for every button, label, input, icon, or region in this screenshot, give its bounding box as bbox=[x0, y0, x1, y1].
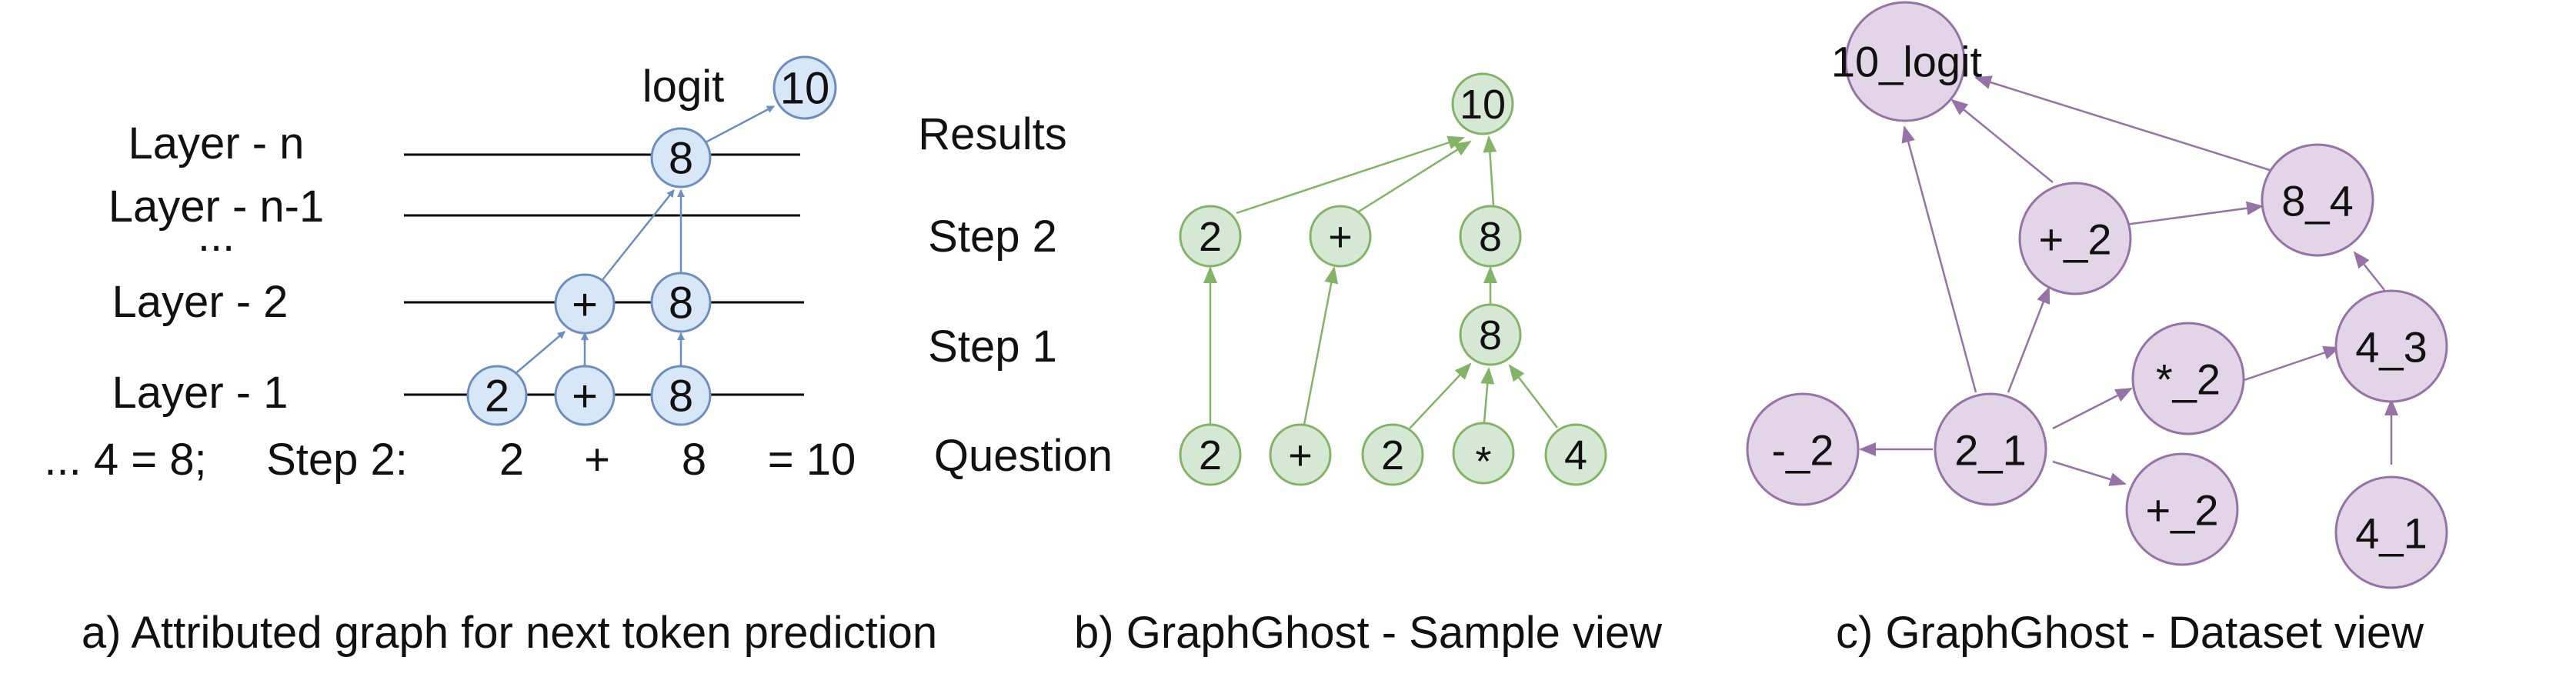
edge-b-qstar-to-s1-8 bbox=[1480, 367, 1495, 423]
caption-a: a) Attributed graph for next token predi… bbox=[82, 608, 937, 658]
node-b-question-star-label: * bbox=[1475, 439, 1491, 485]
node-c-star2[interactable]: *_2 bbox=[2131, 322, 2245, 435]
node-a-plus-layer1[interactable]: + bbox=[554, 365, 616, 426]
node-b-step2-2[interactable]: 2 bbox=[1179, 205, 1242, 268]
edge-plus-to-8-top bbox=[601, 189, 675, 282]
node-b-step2-plus-label: + bbox=[1328, 214, 1353, 260]
node-b-results-10-label: 10 bbox=[1460, 82, 1506, 128]
node-c-minus2[interactable]: -_2 bbox=[1746, 392, 1860, 506]
node-b-step2-8[interactable]: 8 bbox=[1459, 205, 1522, 268]
edge-b-plus-to-10 bbox=[1352, 140, 1472, 217]
node-c-10-logit[interactable]: 10_logit bbox=[1831, 1, 1983, 122]
node-b-question-2a[interactable]: 2 bbox=[1179, 423, 1242, 486]
panel-attributed-graph: Layer - n Layer - n-1 ... Layer - 2 Laye… bbox=[44, 55, 937, 658]
node-c-4-3-label: 4_3 bbox=[2355, 323, 2427, 372]
row-label-step2: Step 2 bbox=[928, 212, 1057, 262]
node-b-question-plus-label: + bbox=[1288, 432, 1313, 479]
edge-c-21-to-star2 bbox=[2052, 387, 2133, 430]
node-a-8-layer1[interactable]: 8 bbox=[650, 365, 712, 426]
seq-step2: Step 2: bbox=[266, 435, 408, 485]
node-a-8-top-label: 8 bbox=[669, 134, 693, 184]
edge-b-q2b-to-s1-8 bbox=[1409, 362, 1472, 429]
node-c-minus2-label: -_2 bbox=[1772, 426, 1834, 475]
node-a-10[interactable]: 10 bbox=[772, 55, 837, 120]
edge-b-2-to-10 bbox=[1236, 135, 1465, 215]
node-b-step2-2-label: 2 bbox=[1199, 214, 1222, 260]
node-c-plus2-bottom-label: +_2 bbox=[2146, 486, 2219, 535]
node-c-star2-label: *_2 bbox=[2156, 355, 2221, 404]
seq-token-plus: + bbox=[584, 435, 610, 485]
node-b-question-plus[interactable]: + bbox=[1269, 423, 1332, 486]
node-a-10-label: 10 bbox=[780, 64, 830, 114]
node-c-plus2-bottom[interactable]: +_2 bbox=[2125, 452, 2239, 566]
node-a-8-top[interactable]: 8 bbox=[650, 127, 712, 188]
edge-c-21-to-plus2bot bbox=[2052, 460, 2127, 486]
node-c-4-1-label: 4_1 bbox=[2355, 509, 2427, 558]
node-a-8-layer2-label: 8 bbox=[669, 278, 693, 328]
edge-8-to-10 bbox=[705, 105, 775, 144]
edge-b-8-to-10 bbox=[1483, 135, 1497, 206]
node-b-results-10[interactable]: 10 bbox=[1451, 72, 1514, 135]
node-a-plus-layer2-label: + bbox=[572, 280, 598, 330]
node-b-step2-8-label: 8 bbox=[1479, 214, 1502, 260]
node-c-8-4-label: 8_4 bbox=[2281, 177, 2353, 225]
seq-token-2: 2 bbox=[499, 435, 524, 485]
edge-c-21-to-plus2top bbox=[2007, 286, 2050, 393]
edge-c-21-to-logit bbox=[1901, 125, 1977, 393]
row-label-step1: Step 1 bbox=[928, 322, 1057, 372]
node-b-question-star[interactable]: * bbox=[1452, 422, 1515, 485]
node-b-question-2b-label: 2 bbox=[1381, 432, 1404, 479]
edge-2-to-plus bbox=[512, 331, 566, 376]
node-b-question-4-label: 4 bbox=[1564, 432, 1587, 479]
edge-c-plus2top-to-logit bbox=[1950, 98, 2054, 183]
layer-label-n-1: Layer - n-1 bbox=[108, 182, 324, 232]
caption-c: c) GraphGhost - Dataset view bbox=[1836, 608, 2424, 658]
node-b-step1-8-label: 8 bbox=[1479, 312, 1502, 359]
node-a-2-layer1[interactable]: 2 bbox=[466, 365, 528, 426]
node-c-4-1[interactable]: 4_1 bbox=[2334, 475, 2448, 589]
layer-label-ellipsis: ... bbox=[198, 211, 235, 261]
node-a-2-layer1-label: 2 bbox=[485, 372, 509, 422]
node-c-2-1-label: 2_1 bbox=[1954, 426, 2026, 475]
node-b-question-2a-label: 2 bbox=[1199, 432, 1222, 479]
node-a-8-layer2[interactable]: 8 bbox=[650, 272, 712, 333]
node-a-plus-layer2[interactable]: + bbox=[554, 273, 616, 335]
node-b-question-4[interactable]: 4 bbox=[1544, 423, 1607, 486]
edge-c-star2-to-43 bbox=[2237, 345, 2341, 384]
node-b-question-2b[interactable]: 2 bbox=[1361, 423, 1424, 486]
node-c-10-logit-label: 10_logit bbox=[1831, 38, 1983, 86]
node-c-plus2-top[interactable]: +_2 bbox=[2018, 182, 2132, 295]
node-c-8-4[interactable]: 8_4 bbox=[2261, 143, 2374, 257]
edge-b-qplus-to-s2-plus bbox=[1303, 266, 1339, 425]
edge-c-43-to-84 bbox=[2353, 251, 2385, 291]
node-c-4-3[interactable]: 4_3 bbox=[2334, 289, 2448, 403]
panel-dataset-view: 10_logit +_2 8_4 *_2 4_3 -_2 2_1 +_2 bbox=[1746, 1, 2448, 658]
seq-token-8: 8 bbox=[682, 435, 706, 485]
caption-b: b) GraphGhost - Sample view bbox=[1074, 608, 1663, 658]
layer-label-2: Layer - 2 bbox=[112, 277, 289, 327]
layer-label-n: Layer - n bbox=[128, 118, 305, 168]
node-a-8-layer1-label: 8 bbox=[669, 372, 693, 422]
node-a-plus-layer1-label: + bbox=[572, 372, 598, 422]
node-b-step2-plus[interactable]: + bbox=[1309, 205, 1372, 268]
row-label-results: Results bbox=[918, 109, 1066, 159]
node-c-plus2-top-label: +_2 bbox=[2039, 215, 2112, 264]
logit-label: logit bbox=[642, 62, 724, 112]
layer-label-1: Layer - 1 bbox=[112, 368, 289, 418]
seq-prefix: ... 4 = 8; bbox=[44, 435, 206, 485]
seq-token-eq10: = 10 bbox=[768, 435, 856, 485]
edge-b-q4-to-s1-8 bbox=[1508, 364, 1558, 429]
panel-sample-view: Results Step 2 Step 1 Question 10 2 + 8 bbox=[918, 72, 1663, 658]
node-c-2-1[interactable]: 2_1 bbox=[1934, 392, 2047, 506]
row-label-question: Question bbox=[934, 431, 1113, 481]
node-b-step1-8[interactable]: 8 bbox=[1459, 303, 1522, 366]
edge-c-plus2top-to-84 bbox=[2107, 201, 2264, 228]
edge-c-84-to-logit bbox=[1974, 75, 2271, 172]
